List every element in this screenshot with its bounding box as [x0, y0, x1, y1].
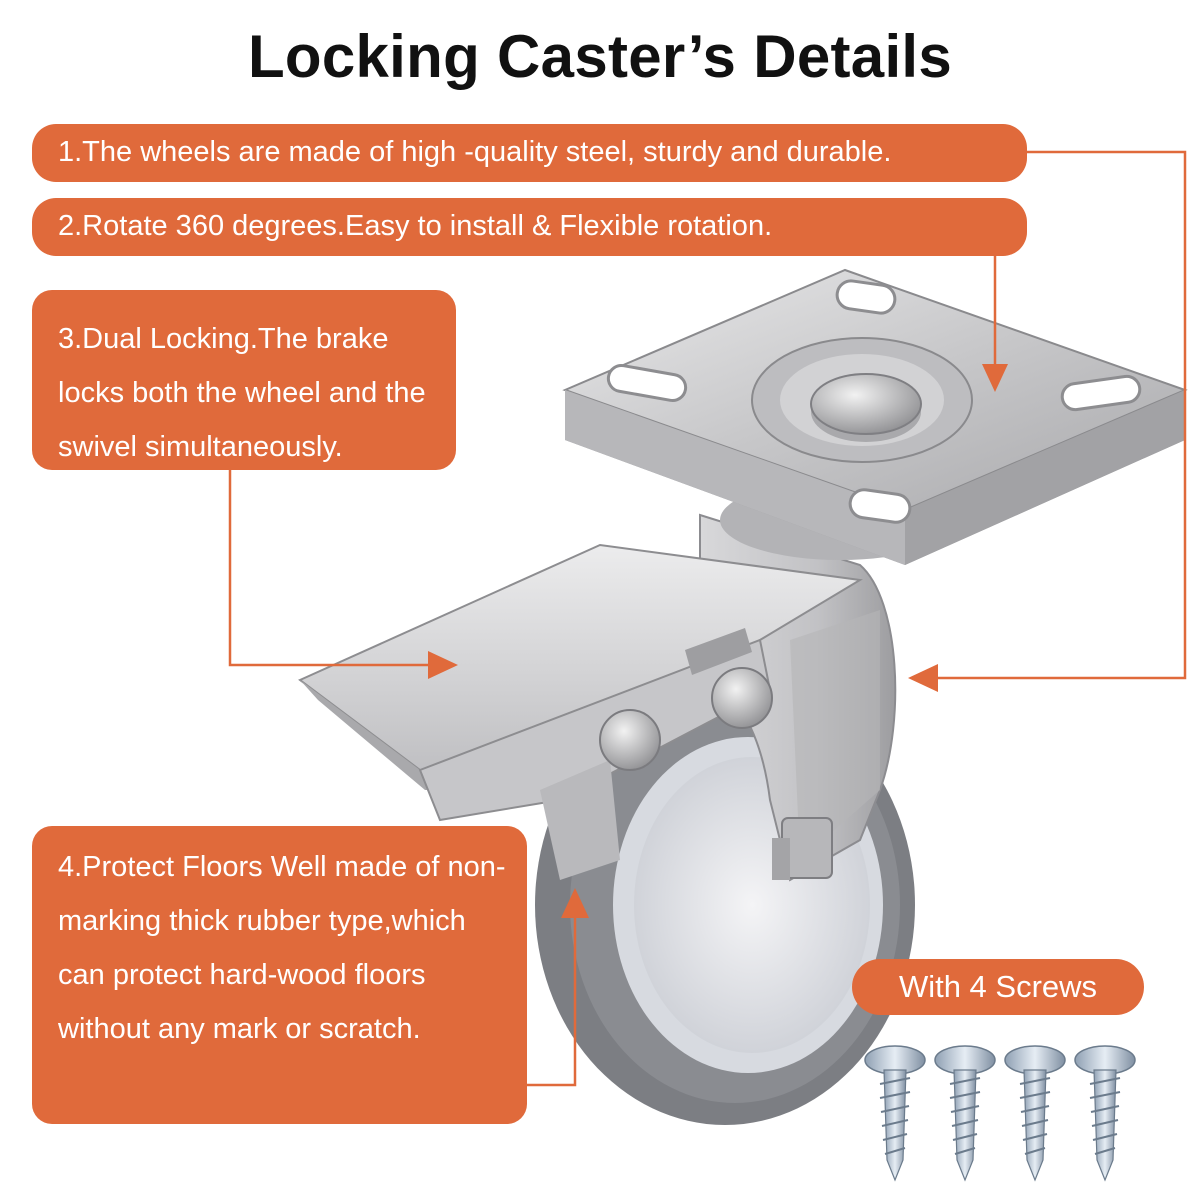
feature-text-2: 2.Rotate 360 degrees.Easy to install & F… — [58, 210, 773, 243]
callout-lines — [228, 150, 1187, 1087]
feature-callout-2: 2.Rotate 360 degrees.Easy to install & F… — [32, 198, 1027, 256]
feature-callout-4: 4.Protect Floors Well made of non-markin… — [32, 826, 527, 1124]
feature-callout-3: 3.Dual Locking.The brake locks both the … — [32, 290, 456, 470]
brake-lever-shape — [298, 543, 863, 880]
screw-icon — [864, 1045, 926, 1182]
screw-icon — [1074, 1045, 1136, 1182]
screws-group — [864, 1045, 1136, 1182]
page-title: Locking Caster’s Details — [247, 23, 953, 90]
screws-label-text: With 4 Screws — [898, 969, 1098, 1004]
screw-icon — [1004, 1045, 1066, 1182]
feature-text-3: 3.Dual Locking.The brake locks both the … — [58, 323, 426, 463]
callout-arrowheads — [428, 364, 1008, 918]
screws-label: With 4 Screws — [852, 959, 1144, 1015]
feature-text-4: 4.Protect Floors Well made of non-markin… — [58, 851, 506, 1045]
screw-icon — [934, 1045, 996, 1182]
feature-text-1: 1.The wheels are made of high -quality s… — [58, 136, 892, 169]
feature-callout-1: 1.The wheels are made of high -quality s… — [32, 124, 1027, 182]
top-plate-shape — [562, 268, 1188, 565]
